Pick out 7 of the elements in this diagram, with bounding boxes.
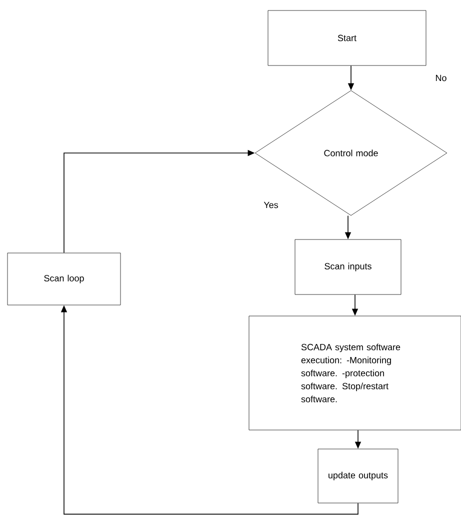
- process-box: SCADA system software execution: -Monitoring software. -protection software. Stop/restart software.: [248, 316, 461, 430]
- process-box: update outputs: [318, 448, 398, 504]
- process-box: Scan inputs: [294, 239, 402, 295]
- branch-label: Yes: [264, 202, 278, 208]
- process-box: Start: [268, 10, 426, 66]
- branch-label: No: [436, 74, 446, 82]
- process-box: Scan loop: [7, 252, 121, 306]
